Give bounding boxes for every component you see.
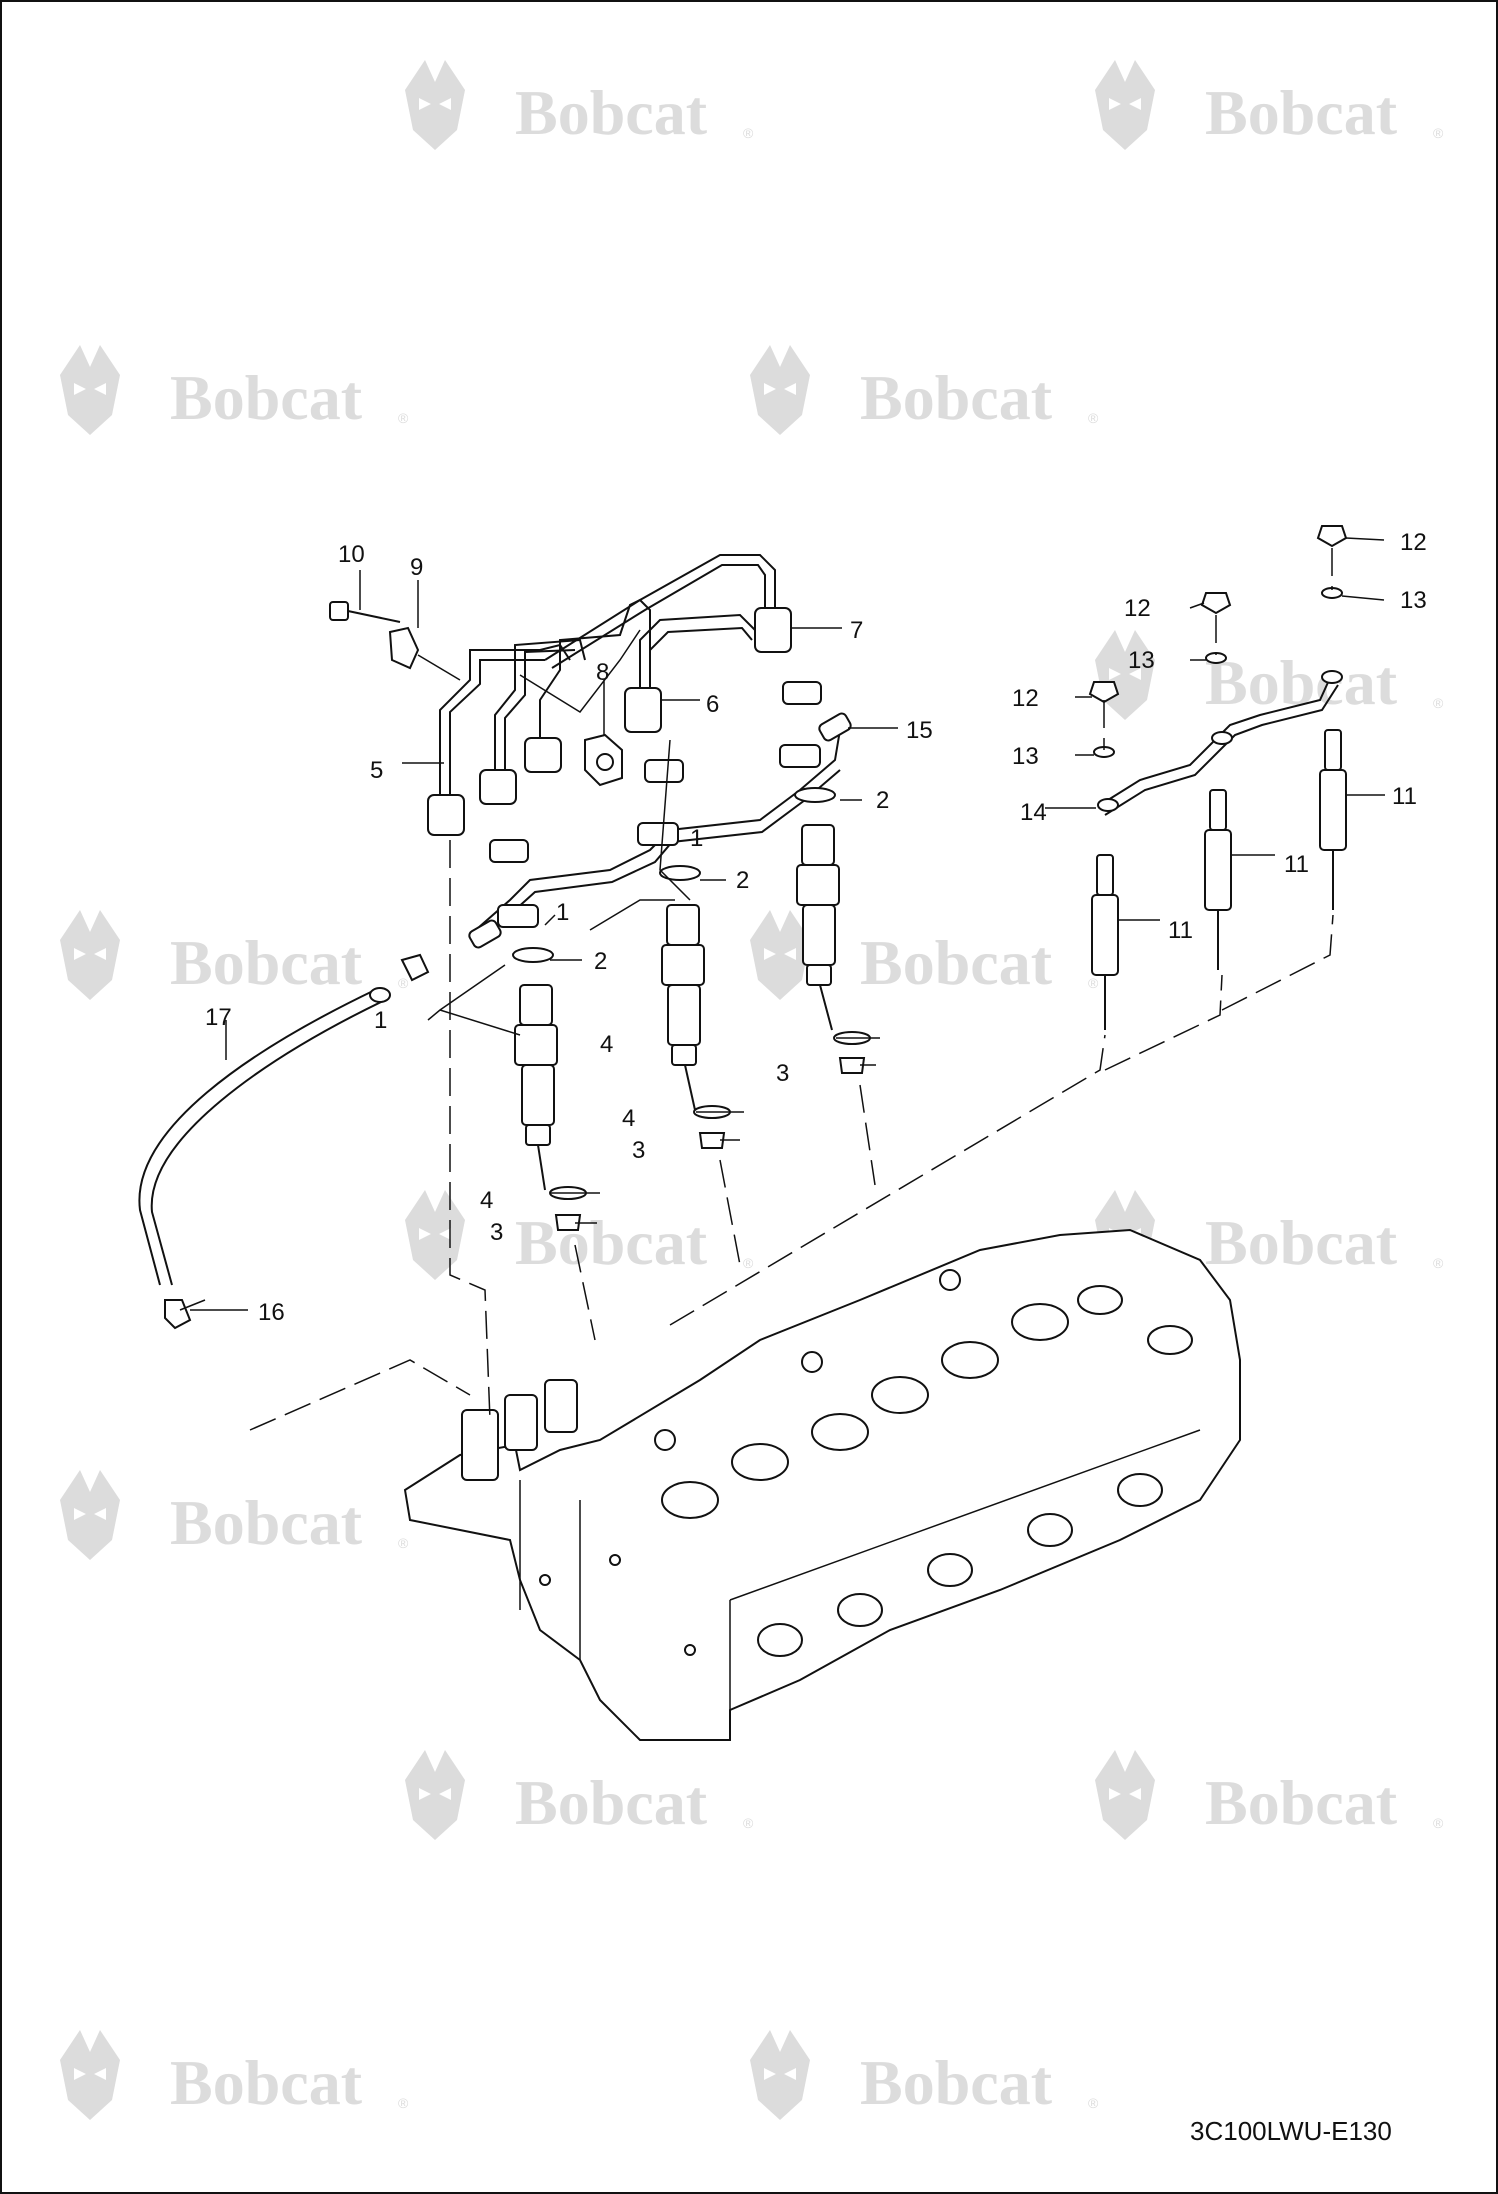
svg-text:®: ® (1433, 1815, 1444, 1831)
bobcat-logo-icon: Bobcat ® (1095, 630, 1444, 720)
callout-3a: 3 (776, 1060, 789, 1087)
bolt-and-clip (329, 601, 461, 681)
injector-right (794, 787, 871, 1074)
svg-text:Bobcat: Bobcat (860, 2047, 1053, 2118)
callout-7: 7 (850, 617, 863, 644)
callout-1a: 1 (690, 825, 703, 852)
pipe-nuts (427, 607, 792, 836)
callout-4c: 4 (480, 1187, 493, 1214)
svg-text:®: ® (1433, 1255, 1444, 1271)
callout-2a: 2 (876, 787, 889, 814)
nut-pipe-6 (624, 687, 662, 733)
svg-text:Bobcat: Bobcat (170, 362, 363, 433)
callout-13b: 13 (1128, 647, 1155, 674)
callout-8: 8 (596, 659, 609, 686)
callout-11a: 11 (1168, 917, 1193, 944)
svg-text:Bobcat: Bobcat (1205, 77, 1398, 148)
bobcat-logo-icon: Bobcat ® (60, 1470, 409, 1560)
return-hose (138, 953, 430, 1330)
svg-text:®: ® (743, 1815, 754, 1831)
drawing-code: 3C100LWU-E130 (1190, 2116, 1392, 2146)
bobcat-logo-icon: Bobcat ® (1095, 60, 1444, 150)
svg-text:®: ® (398, 1535, 409, 1551)
bobcat-logo-icon: Bobcat ® (405, 1190, 754, 1280)
nut-pipe-a (479, 769, 517, 805)
callout-4b: 4 (622, 1105, 635, 1132)
glow-plug-connector (1097, 670, 1343, 816)
bobcat-logo-icon: Bobcat ® (1095, 1190, 1444, 1280)
callout-1b: 1 (556, 899, 569, 926)
nut-pipe-5 (427, 794, 465, 836)
callout-2b: 2 (736, 867, 749, 894)
glow-plugs (1088, 525, 1348, 1030)
svg-text:Bobcat: Bobcat (860, 362, 1053, 433)
bobcat-logo-icon: Bobcat ® (405, 1750, 754, 1840)
leader-lines (190, 537, 1385, 1311)
callout-3b: 3 (632, 1137, 645, 1164)
callout-12b: 12 (1124, 595, 1151, 622)
bobcat-logo-icon: Bobcat ® (1095, 1750, 1444, 1840)
bobcat-logo-icon: Bobcat ® (405, 60, 754, 150)
callout-17: 17 (205, 1004, 232, 1031)
callout-12c: 12 (1400, 529, 1427, 556)
svg-text:®: ® (743, 125, 754, 141)
watermark-layer: Bobcat® Bobcat® Bobcat® Bobcat® Bobcat® … (60, 60, 1444, 2120)
svg-text:Bobcat: Bobcat (1205, 1207, 1398, 1278)
svg-text:®: ® (398, 975, 409, 991)
callout-14: 14 (1020, 799, 1047, 826)
callout-9: 9 (410, 554, 423, 581)
callout-5: 5 (370, 757, 383, 784)
callout-11b: 11 (1284, 851, 1309, 878)
bobcat-logo-icon: Bobcat ® (750, 2030, 1099, 2120)
svg-text:Bobcat: Bobcat (170, 1487, 363, 1558)
callout-15: 15 (906, 717, 933, 744)
svg-text:Bobcat: Bobcat (170, 2047, 363, 2118)
svg-text:Bobcat: Bobcat (1205, 1767, 1398, 1838)
bobcat-logo-icon: Bobcat ® (60, 910, 409, 1000)
svg-text:Bobcat: Bobcat (1205, 647, 1398, 718)
callout-16: 16 (258, 1299, 285, 1326)
injector-middle (659, 865, 731, 1149)
nut-pipe-b (524, 737, 562, 773)
svg-text:®: ® (1088, 975, 1099, 991)
callout-2c: 2 (594, 948, 607, 975)
callout-11c: 11 (1392, 783, 1417, 810)
callout-6: 6 (706, 691, 719, 718)
callout-13c: 13 (1400, 587, 1427, 614)
callout-13a: 13 (1012, 743, 1039, 770)
bobcat-logo-icon: Bobcat ® (60, 2030, 409, 2120)
svg-text:®: ® (398, 410, 409, 426)
callout-10: 10 (338, 541, 365, 568)
svg-text:®: ® (1088, 2095, 1099, 2111)
svg-text:®: ® (1433, 695, 1444, 711)
callout-12a: 12 (1012, 685, 1039, 712)
bobcat-logo-icon: Bobcat ® (60, 345, 409, 435)
nut-pipe-7 (754, 607, 792, 653)
injection-pipes (439, 554, 776, 805)
callout-1c: 1 (374, 1007, 387, 1034)
leak-off-pipe (468, 681, 852, 949)
svg-text:®: ® (1088, 410, 1099, 426)
svg-text:®: ® (743, 1255, 754, 1271)
svg-text:Bobcat: Bobcat (515, 1207, 708, 1278)
svg-text:Bobcat: Bobcat (860, 927, 1053, 998)
bobcat-logo-icon: Bobcat ® (750, 345, 1099, 435)
pipe-clamp (584, 733, 623, 787)
bobcat-logo-icon: Bobcat ® (750, 910, 1099, 1000)
cylinder-head (403, 1228, 1241, 1741)
callout-3c: 3 (490, 1219, 503, 1246)
injector-left (512, 947, 587, 1231)
svg-text:®: ® (398, 2095, 409, 2111)
callout-labels: 10 9 8 7 6 5 15 2 1 2 1 2 1 4 3 4 3 4 3 … (205, 529, 1427, 1326)
assembly-lines (249, 548, 1334, 1431)
svg-text:Bobcat: Bobcat (170, 927, 363, 998)
callout-4a: 4 (600, 1031, 613, 1058)
svg-text:Bobcat: Bobcat (515, 1767, 708, 1838)
svg-text:Bobcat: Bobcat (515, 77, 708, 148)
svg-text:®: ® (1433, 125, 1444, 141)
